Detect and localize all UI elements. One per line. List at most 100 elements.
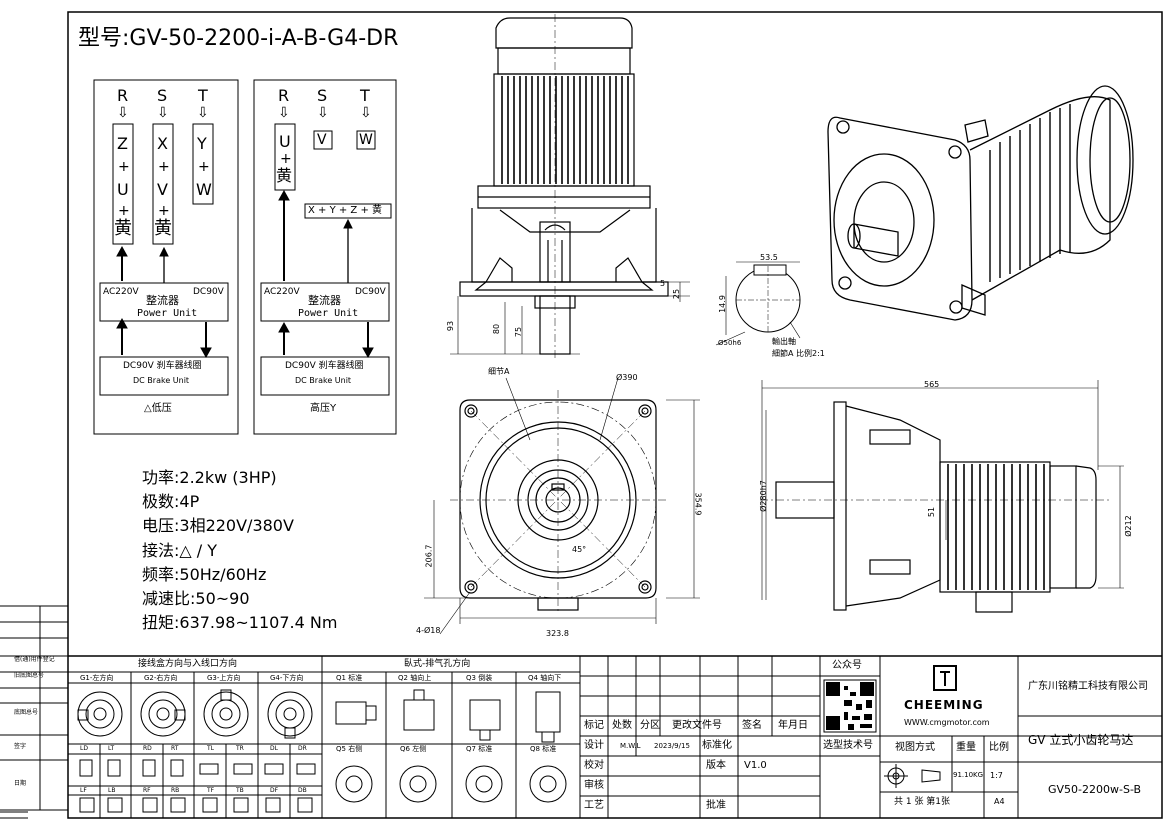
vent-col: Q1 标准 — [336, 674, 363, 682]
rev-header: 签名 — [742, 720, 762, 731]
vent-col: Q3 倒装 — [466, 674, 493, 682]
projection-symbol — [884, 764, 941, 788]
sheet-count: 共 1 张 第1张 — [894, 797, 951, 807]
scale-value: 1:7 — [990, 771, 1003, 780]
brake-label: DC90V 刹车器线圈 — [123, 361, 202, 371]
brake-en: DC Brake Unit — [295, 376, 352, 385]
phase-r: R — [278, 86, 290, 105]
terminal-label: + — [118, 159, 130, 175]
terminal-label: + — [158, 203, 170, 219]
rev-header: 分区 — [640, 720, 660, 731]
junction-code: RT — [171, 745, 179, 752]
rev-header: 年月日 — [778, 720, 808, 731]
terminal-label: U — [279, 132, 291, 151]
junction-code: RF — [143, 787, 151, 794]
junction-code: DB — [298, 787, 307, 794]
rectifier-label: 整流器 — [308, 294, 341, 307]
brake-label: DC90V 刹车器线圈 — [285, 361, 364, 371]
dim-label: 323.8 — [546, 629, 569, 638]
vent-col: Q6 左侧 — [400, 745, 427, 753]
spec-ratio: 减速比:50~90 — [142, 589, 250, 608]
phase-s: S — [157, 86, 168, 105]
low-voltage-caption: △低压 — [144, 403, 172, 414]
junction-col: G1-左方向 — [80, 674, 114, 682]
junction-code: DR — [298, 745, 307, 752]
dim-label: 80 — [492, 323, 502, 335]
iso-view — [827, 85, 1134, 321]
terminal-label: V — [157, 180, 168, 199]
public-account-label: 公众号 — [832, 660, 862, 671]
rectifier-en: Power Unit — [298, 308, 359, 319]
down-arrow-icon: ⇩ — [197, 105, 209, 121]
terminal-label: + — [198, 159, 210, 175]
junction-code: TL — [207, 745, 215, 752]
paper-size: A4 — [994, 797, 1005, 806]
review-label: 审核 — [584, 780, 604, 791]
down-arrow-icon: ⇩ — [278, 105, 290, 121]
terminal-label: + — [118, 203, 130, 219]
terminal-label: Y — [197, 134, 207, 153]
down-arrow-icon: ⇩ — [157, 105, 169, 121]
dc-label: DC90V — [193, 287, 224, 297]
check-label: 校对 — [584, 760, 604, 771]
dc-label: DC90V — [355, 287, 386, 297]
down-arrow-icon: ⇩ — [317, 105, 329, 121]
spec-torque: 扭矩:637.98~1107.4 Nm — [142, 613, 338, 632]
terminal-label: Z — [117, 134, 128, 153]
terminal-label: 黄 — [276, 166, 293, 185]
dim-label: 4-Ø18 — [416, 626, 441, 635]
dim-label: 5 — [660, 279, 666, 288]
approve-label: 批准 — [706, 800, 726, 811]
brand-logo — [933, 665, 957, 691]
scale-label: 比例 — [989, 742, 1009, 753]
spec-voltage: 电压:3相220V/380V — [142, 516, 294, 535]
junction-title: 接线盒方向与入线口方向 — [138, 659, 238, 669]
terminal-label: + — [280, 151, 292, 167]
junction-code: LB — [108, 787, 116, 794]
brand-name: CHEEMING — [904, 698, 984, 712]
product-name: GV 立式小齿轮马达 — [1028, 733, 1134, 747]
phase-t: T — [360, 86, 370, 105]
dim-label: Ø280h7 — [758, 480, 768, 512]
high-voltage-caption: 高压Y — [310, 403, 337, 414]
junction-code: TB — [236, 787, 244, 794]
junction-code: RD — [143, 745, 152, 752]
vent-col: Q4 轴向下 — [528, 674, 562, 682]
terminal-label: V — [317, 132, 327, 148]
terminal-label: W — [196, 180, 212, 199]
front-view — [450, 14, 690, 360]
process-label: 工艺 — [584, 800, 604, 811]
version-label: 版本 — [706, 760, 726, 771]
spec-frequency: 频率:50Hz/60Hz — [142, 565, 267, 584]
dim-label: 53.5 — [760, 253, 778, 262]
view-label: 视图方式 — [895, 742, 935, 753]
vent-title: 臥式-排气孔方向 — [404, 659, 471, 669]
side-label: 签字 — [14, 743, 27, 750]
side-view — [760, 380, 1124, 613]
brake-en: DC Brake Unit — [133, 376, 190, 385]
dim-label: 93 — [446, 320, 456, 332]
junction-icons — [77, 689, 316, 813]
high-voltage-frame — [253, 79, 397, 435]
vent-col: Q7 标准 — [466, 745, 493, 753]
ac-label: AC220V — [103, 287, 139, 297]
junction-col: G2-右方向 — [144, 674, 178, 682]
terminal-label: + — [158, 159, 170, 175]
drawing-number: GV50-2200w-S-B — [1048, 783, 1142, 796]
side-label: 日期 — [14, 780, 27, 787]
side-label: 旧底图总号 — [14, 672, 45, 679]
flange-view — [424, 377, 700, 635]
design-label: 设计 — [584, 740, 604, 751]
designer-name: M.W.L — [620, 742, 641, 750]
junction-code: LT — [108, 745, 115, 752]
junction-code: TF — [207, 787, 215, 794]
side-label: 借(通)用件登记 — [14, 656, 55, 663]
vent-icons — [335, 689, 567, 803]
dim-label: Ø50h6 — [718, 339, 742, 347]
spec-connection: 接法:△ / Y — [142, 541, 218, 560]
junction-code: TR — [236, 745, 244, 752]
rectifier-label: 整流器 — [146, 294, 179, 307]
phase-s: S — [317, 86, 328, 105]
weight-label: 重量 — [956, 742, 976, 753]
dim-label: 75 — [514, 326, 524, 338]
